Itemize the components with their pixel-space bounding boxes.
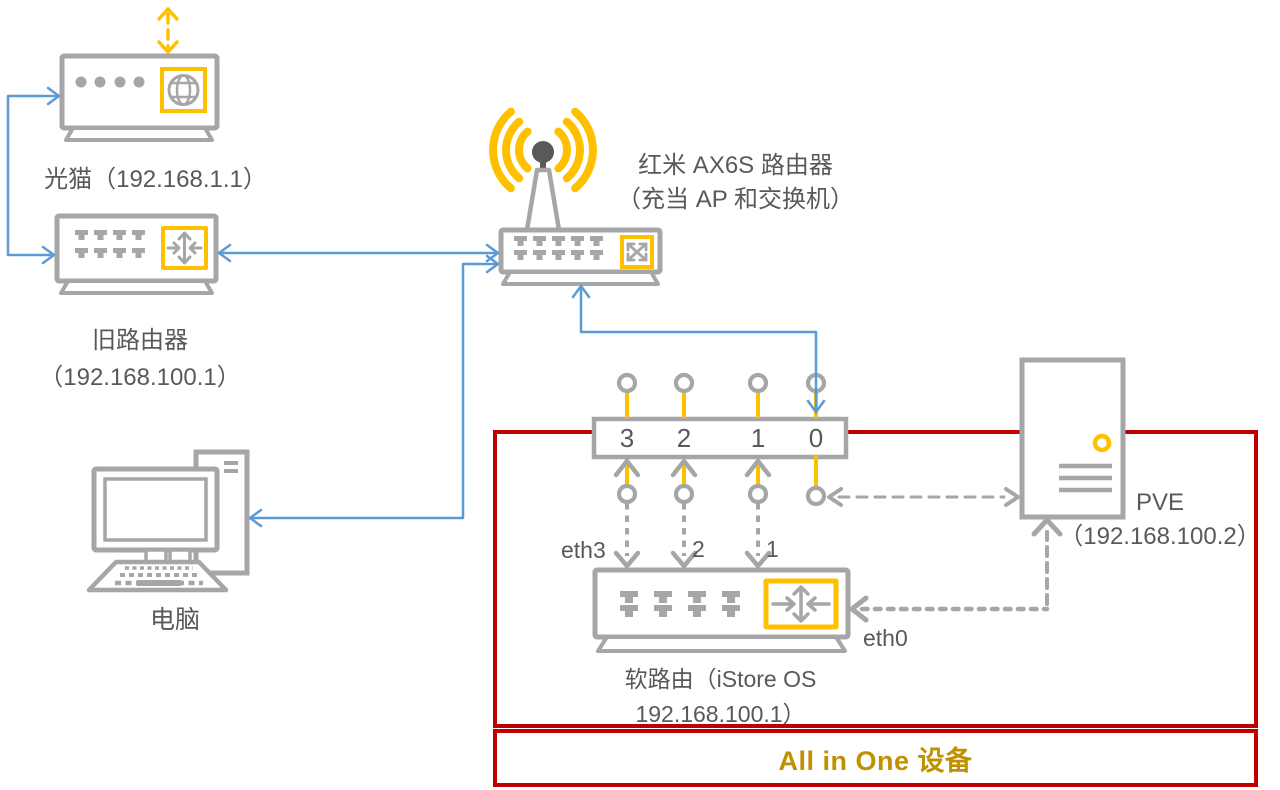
port-label-3: 3 [619, 423, 635, 453]
link-modem-to-internet [157, 7, 179, 54]
soft-router-label: 软路由（iStore OS 192.168.100.1） [593, 662, 848, 732]
old-router-icon [54, 213, 219, 295]
port-label-0: 0 [808, 423, 824, 453]
ax6s-router-icon [489, 107, 663, 286]
pc-label: 电脑 [149, 606, 200, 634]
pve-name: PVE [1135, 489, 1185, 516]
switch-symbol-icon [620, 235, 654, 269]
keyboard-keys [115, 566, 203, 586]
pve-label: PVE （192.168.100.2） [1055, 486, 1265, 554]
pve-server-icon [1019, 357, 1126, 520]
pve-ip: （192.168.100.2） [1059, 523, 1261, 550]
wifi-waves-icon [489, 107, 597, 193]
old-router-label: 旧路由器 （192.168.100.1） [30, 322, 250, 396]
old-router-name: 旧路由器 [92, 327, 188, 354]
ax6s-role: （充当 AP 和交换机） [617, 186, 854, 213]
modem-label: 光猫（192.168.1.1） [44, 166, 267, 193]
pc-icon [86, 449, 250, 593]
all-in-one-box [493, 430, 1258, 787]
strip-uplink-stems [616, 372, 827, 418]
router-symbol-icon [763, 578, 839, 630]
eth1-label: 1 [766, 536, 779, 562]
port-label-1: 1 [750, 423, 766, 453]
all-in-one-label: All in One 设备 [778, 745, 973, 776]
modem-status-lights [75, 76, 145, 88]
switch-port-strip [591, 416, 849, 460]
pve-power-led-icon [1092, 433, 1112, 453]
link-old-router-to-ax6s [217, 243, 500, 263]
wan-globe-icon [160, 67, 207, 113]
port-label-2: 2 [676, 423, 692, 453]
antenna-icon [524, 141, 562, 233]
ax6s-name: 红米 AX6S 路由器 [638, 152, 833, 179]
modem-icon [59, 53, 220, 142]
ax6s-label: 红米 AX6S 路由器 （充当 AP 和交换机） [598, 149, 873, 217]
eth2-label: 2 [692, 536, 705, 562]
soft-router-icon [592, 567, 851, 653]
link-ax6s-to-port0 [571, 284, 826, 414]
link-pc-to-ax6s [248, 254, 500, 528]
router-symbol-icon [161, 226, 208, 270]
eth3-label: eth3 [561, 537, 606, 563]
blue-links [6, 86, 826, 528]
soft-router-ip: 192.168.100.1） [635, 701, 806, 727]
strip-downlink-stems [613, 455, 827, 569]
eth0-label: eth0 [863, 625, 908, 651]
soft-router-name: 软路由（iStore OS [624, 666, 817, 692]
link-port0-to-pve [827, 487, 1020, 507]
link-pve-to-softrouter-eth0 [849, 517, 1063, 623]
old-router-ip: （192.168.100.1） [39, 364, 241, 391]
link-modem-to-old-router [6, 86, 61, 265]
